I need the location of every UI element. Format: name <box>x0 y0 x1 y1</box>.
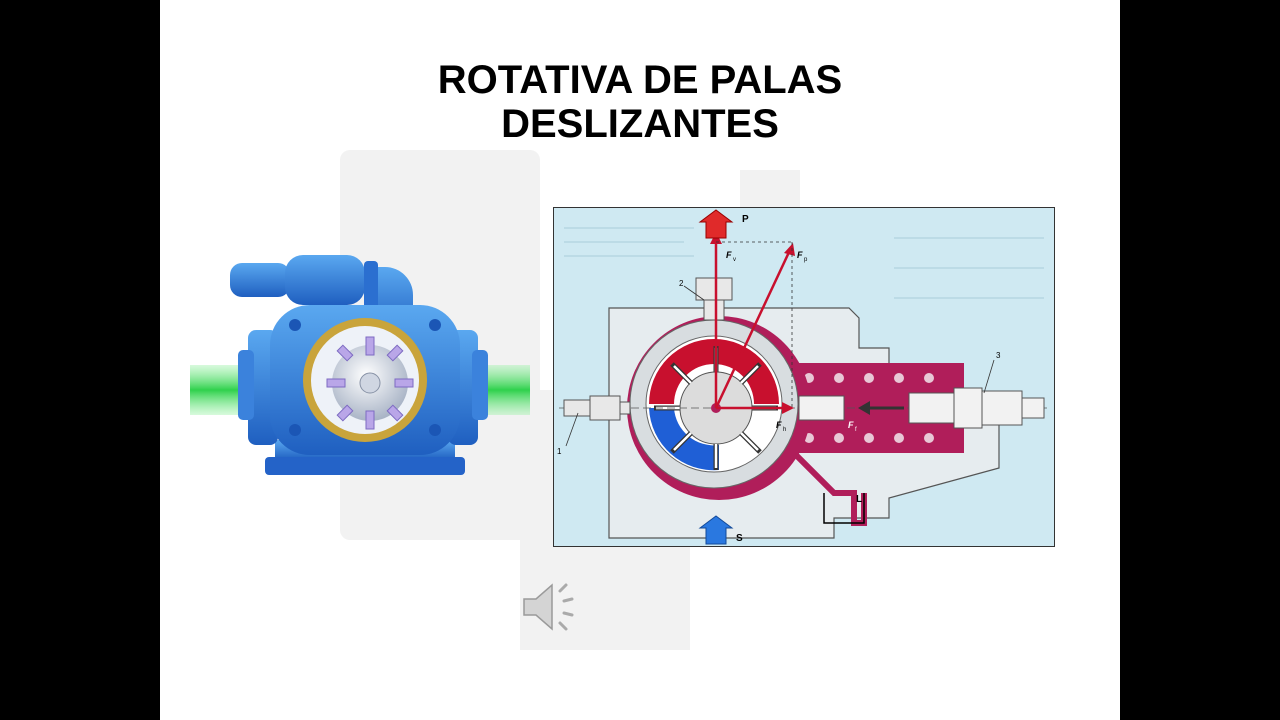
slide: ROTATIVA DE PALAS DESLIZANTES <box>160 0 1120 720</box>
label-force-v: F <box>726 250 732 260</box>
label-force-v-sub: v <box>733 257 736 263</box>
suction-inlet-arrow <box>698 515 734 545</box>
force-p-arrow <box>714 249 792 409</box>
title-line-1: ROTATIVA DE PALAS <box>437 58 843 102</box>
adjust-screw-left <box>563 395 631 421</box>
cross-section-svg: P S L F v F p F h F f 1 2 3 <box>557 209 1049 545</box>
label-force-p: F <box>797 250 803 260</box>
pressure-outlet-arrow <box>698 209 734 239</box>
watermark-shape-bottom <box>530 560 690 650</box>
label-pressure: P <box>742 214 749 225</box>
adjust-screw-top <box>695 277 733 321</box>
speaker-icon[interactable] <box>520 577 584 637</box>
spring-assembly <box>798 387 1045 429</box>
label-force-f: F <box>848 420 854 430</box>
pressure-zone <box>649 339 779 404</box>
callout-2: 2 <box>679 279 684 288</box>
callout-3: 3 <box>996 351 1001 360</box>
vane-pump-illustration <box>190 255 530 475</box>
title-line-2: DESLIZANTES <box>501 102 779 146</box>
label-force-f-sub: f <box>855 427 857 433</box>
label-leak: L <box>856 494 862 505</box>
page-title: ROTATIVA DE PALAS DESLIZANTES <box>160 58 1120 146</box>
label-force-h: F <box>776 420 782 430</box>
callout-1: 1 <box>557 447 562 456</box>
cross-section-diagram: P S L F v F p F h F f 1 2 3 <box>553 207 1055 547</box>
label-force-p-sub: p <box>804 257 808 263</box>
label-suction: S <box>736 533 743 544</box>
label-force-h-sub: h <box>783 427 786 433</box>
